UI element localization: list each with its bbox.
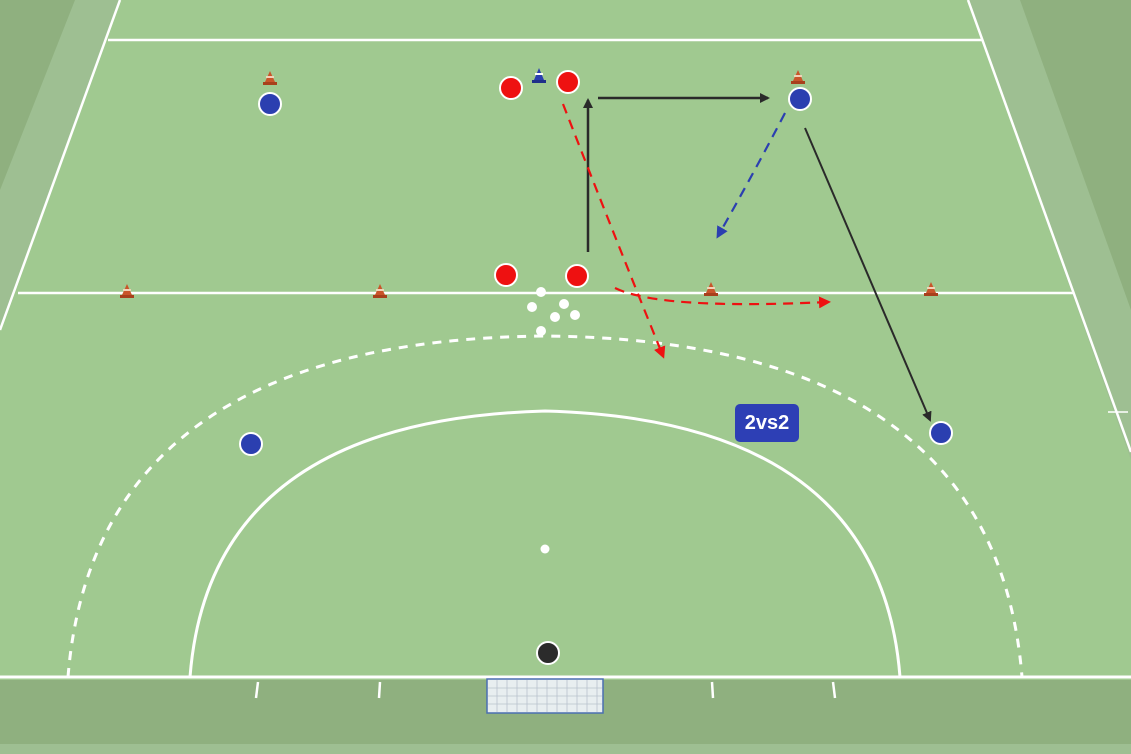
ball-icon [536, 326, 546, 336]
cones [120, 68, 938, 298]
red-player-icon [556, 70, 580, 94]
backline-mark [831, 681, 837, 699]
ball-icon [559, 299, 569, 309]
right-sideline [966, 0, 1131, 453]
bottom-edge [0, 744, 1131, 754]
run-arrow-red [561, 103, 666, 359]
cone-icon [263, 71, 277, 85]
blue-player-icon [239, 432, 263, 456]
blue-player-icon [929, 421, 953, 445]
cone-icon [924, 282, 938, 296]
field-lines [0, 0, 1131, 699]
red-player-icon [499, 76, 523, 100]
drill-label-badge: 2vs2 [735, 404, 799, 442]
cone-icon [704, 282, 718, 296]
ball-icon [527, 302, 537, 312]
cone-icon [791, 70, 805, 84]
left-sideline [0, 0, 122, 331]
goalkeeper-icon [536, 641, 560, 665]
backline-mark [254, 681, 260, 699]
left-side-strip [0, 0, 75, 190]
run-arrow-blue [716, 112, 786, 239]
blue-player-icon [788, 87, 812, 111]
balls [527, 287, 580, 336]
red-player-icon [494, 263, 518, 287]
ball-icon [536, 287, 546, 297]
shooting-circle [188, 409, 902, 678]
run-arrow-red [614, 287, 831, 309]
arrows [561, 93, 932, 422]
ball-icon [550, 312, 560, 322]
pitch-surface [0, 0, 1131, 680]
pass-arrow [804, 127, 932, 422]
red-player-icon [565, 264, 589, 288]
cone-icon [120, 284, 134, 298]
ball-icon [570, 310, 580, 320]
dashed-circle [66, 334, 1024, 678]
right-side-strip [1020, 0, 1131, 310]
penalty-spot [540, 544, 550, 554]
backline-mark [377, 681, 382, 699]
cone-icon [373, 284, 387, 298]
goal [486, 678, 604, 714]
blue-marker-cone-icon [532, 68, 546, 83]
blue-player-icon [258, 92, 282, 116]
backline-mark [710, 681, 715, 699]
players [239, 70, 953, 665]
